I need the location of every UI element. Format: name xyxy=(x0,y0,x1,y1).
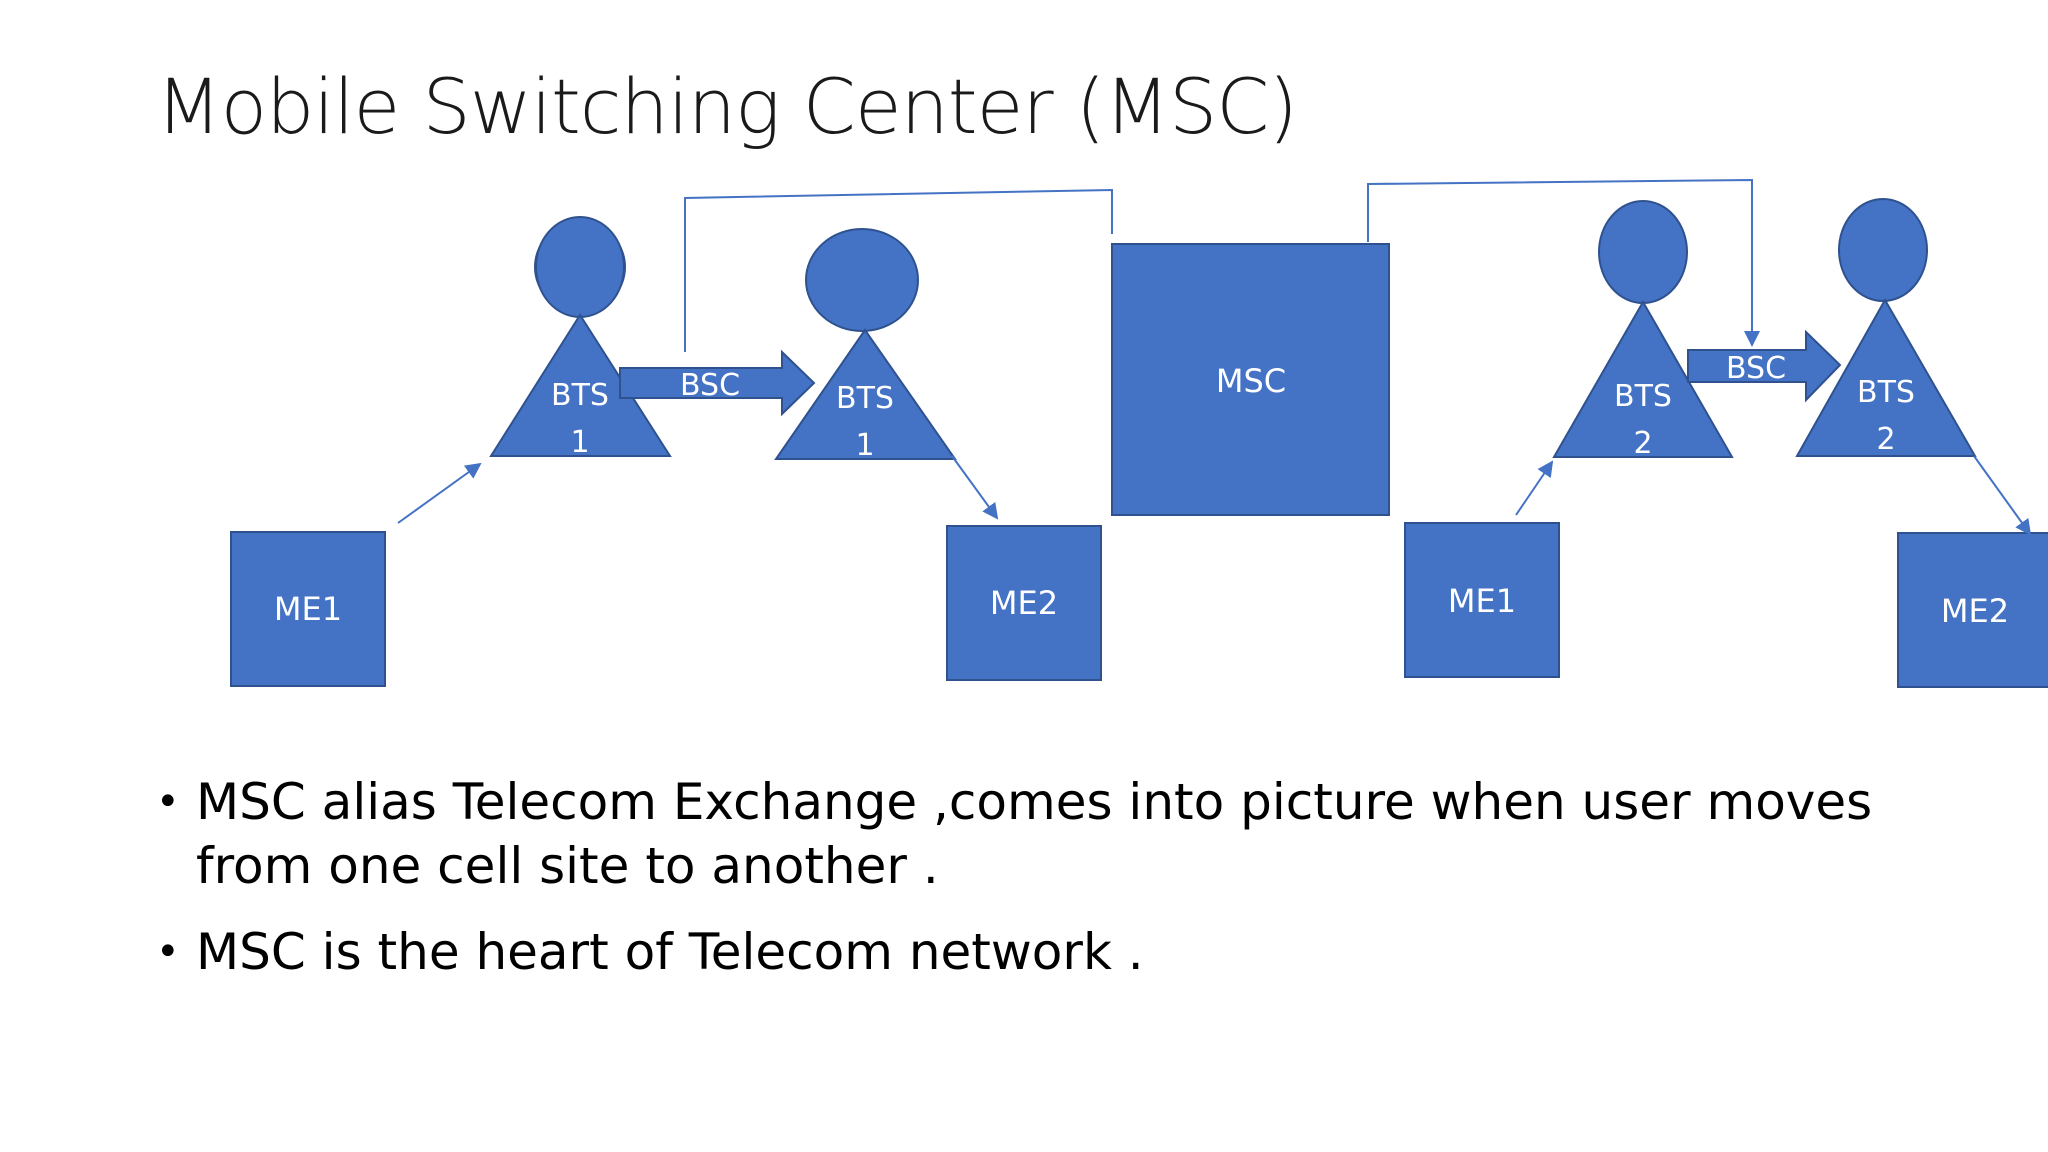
bsc-right-arrow xyxy=(1687,329,1842,403)
me-left-a-label: ME1 xyxy=(274,590,342,628)
bts-right-b-head xyxy=(1838,198,1928,302)
bullet-list: MSC alias Telecom Exchange ,comes into p… xyxy=(156,770,1976,1006)
msc-node: MSC xyxy=(1111,243,1390,516)
me-left-b-label: ME2 xyxy=(990,584,1058,622)
me-right-b xyxy=(1897,532,2048,688)
me-right-a-label: ME1 xyxy=(1448,582,1516,620)
bullet-item: MSC alias Telecom Exchange ,comes into p… xyxy=(156,770,1976,898)
msc-box xyxy=(1111,243,1390,516)
bts-to-me2-left-arrow xyxy=(951,455,999,520)
msc-to-right-bsc-connector xyxy=(1367,178,1760,347)
bts-right-b-label-1: BTS xyxy=(1857,375,1915,410)
bts-left-b-label-1: BTS xyxy=(836,381,894,416)
right-cell-group: BTS 2 BSC BTS 2 ME1 ME2 xyxy=(1404,198,2048,688)
left-cell-group: BTS 1 BSC BTS 1 ME1 ME2 xyxy=(230,216,1102,687)
bts-to-me2-right-arrow xyxy=(1973,455,2032,536)
bullet-item: MSC is the heart of Telecom network . xyxy=(156,920,1976,984)
bts-left-b-tower xyxy=(774,328,957,460)
bts-right-a-label-1: BTS xyxy=(1614,379,1672,414)
slide-title: Mobile Switching Center (MSC) xyxy=(156,62,1298,151)
bts-right-a-label-2: 2 xyxy=(1633,426,1652,461)
msc-label: MSC xyxy=(1216,362,1286,400)
me-right-a xyxy=(1404,522,1560,678)
bsc-right-label: BSC xyxy=(1726,351,1786,386)
me-left-a xyxy=(230,531,386,687)
bts-left-a-label-2: 1 xyxy=(570,425,589,460)
bts-left-a-label-1: BTS xyxy=(551,378,609,413)
bts-right-a-head xyxy=(1598,200,1688,304)
network-diagram: BTS 1 BSC BTS 1 ME1 ME2 MSC BTS 2 BSC BT… xyxy=(230,178,2048,688)
bsc-left-label: BSC xyxy=(680,368,740,403)
me1-to-bts-right-arrow xyxy=(1515,460,1554,516)
bts-right-b-tower xyxy=(1795,297,1977,457)
bts-right-b-label-2: 2 xyxy=(1876,422,1895,457)
bsc-left-arrow xyxy=(619,349,816,417)
me-right-b-label: ME2 xyxy=(1941,592,2009,630)
bts-left-b-label-2: 1 xyxy=(855,428,874,463)
me-left-b xyxy=(946,525,1102,681)
me1-to-bts-left-arrow xyxy=(397,462,482,524)
bts-left-b-head xyxy=(805,228,919,332)
msc-to-left-bsc-connector xyxy=(684,188,1113,352)
